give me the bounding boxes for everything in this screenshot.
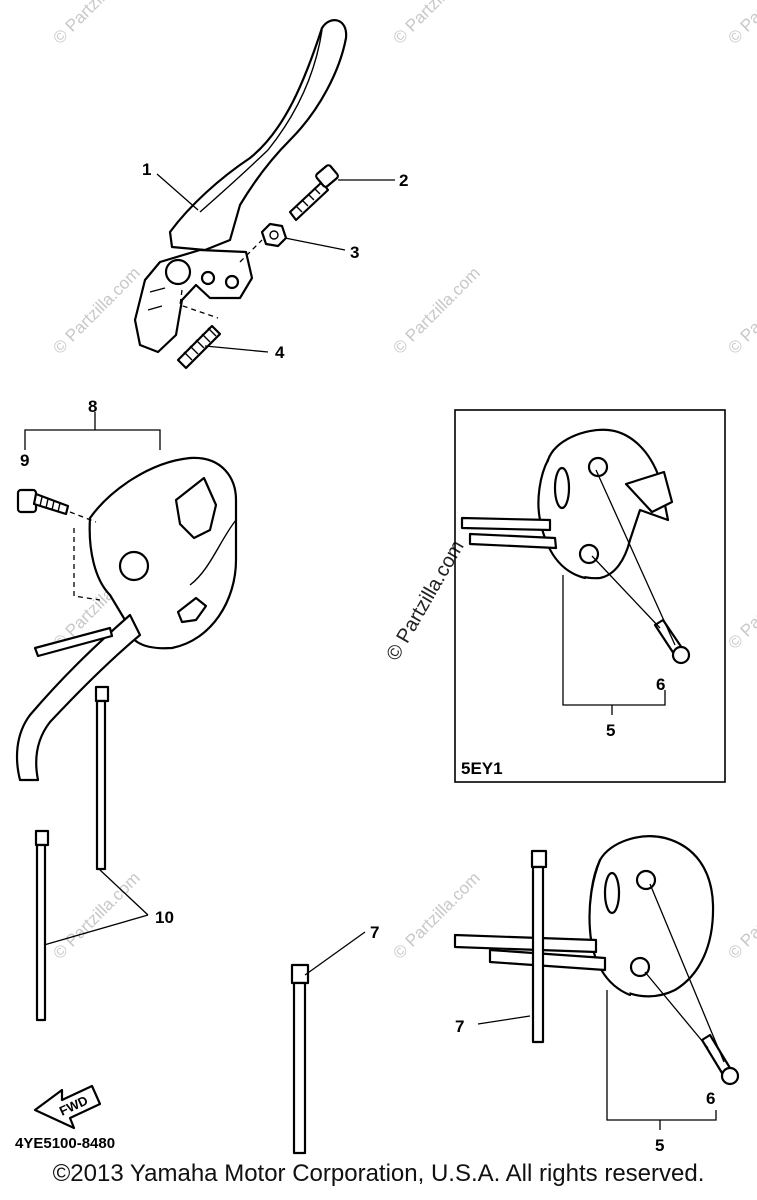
leader-line-3 — [284, 237, 346, 251]
switch-button-small — [176, 596, 208, 624]
callout-5-inset: 5 — [606, 721, 615, 740]
left-switch-assembly — [15, 412, 238, 782]
switch-button-round — [118, 550, 150, 582]
watermark-text: © Partzilla.com — [724, 263, 757, 357]
right-switch-assembly — [453, 835, 740, 1130]
watermark-text: © Partzilla.com — [389, 0, 483, 48]
callout-2: 2 — [399, 171, 408, 190]
callout-5-main: 5 — [655, 1136, 664, 1155]
callout-9: 9 — [20, 451, 29, 470]
fwd-arrow-icon: FWD — [33, 1084, 102, 1130]
lever-part-1 — [168, 19, 348, 252]
clutch-lever-group — [133, 19, 348, 370]
copyright-notice: ©2013 Yamaha Motor Corporation, U.S.A. A… — [52, 1160, 705, 1187]
cable-tie-center — [290, 931, 366, 1155]
callout-6-inset: 6 — [656, 675, 665, 694]
switch-button-top — [174, 476, 218, 540]
leader-line-4 — [204, 345, 269, 353]
leader-line-1 — [156, 173, 199, 211]
screw-part-9 — [16, 488, 70, 516]
watermark-text: © Partzilla.com — [49, 0, 143, 48]
inset-frame — [454, 409, 726, 783]
watermark-text: © Partzilla.com — [389, 868, 483, 962]
switch-cable — [15, 613, 142, 782]
callout-6-main: 6 — [706, 1089, 715, 1108]
callout-3: 3 — [350, 243, 359, 262]
inset-switch-knob — [624, 470, 674, 514]
switch-housing — [88, 456, 238, 650]
watermark-text: © Partzilla.com — [724, 868, 757, 962]
callout-10: 10 — [155, 908, 174, 927]
cable-tie-left-2 — [34, 829, 50, 1022]
watermark-text: © Partzilla.com — [49, 263, 143, 357]
diagram-code: 4YE5100-8480 — [15, 1135, 115, 1152]
watermark-text: © Partzilla.com — [49, 868, 143, 962]
callout-7-right: 7 — [455, 1017, 464, 1036]
watermark-text: © Partzilla.com — [724, 558, 757, 652]
cable-tie-right-strap — [531, 865, 545, 1044]
callout-1: 1 — [142, 160, 151, 179]
watermark-text: © Partzilla.com — [389, 263, 483, 357]
leader-line-10 — [43, 869, 149, 946]
inset-5ey1 — [454, 409, 726, 783]
lever-holder — [133, 248, 254, 354]
cable-tie-right-head — [530, 849, 548, 869]
nut-part-3 — [260, 222, 288, 248]
spring-part-4 — [176, 324, 222, 370]
callout-8: 8 — [88, 397, 97, 416]
inset-label: 5EY1 — [461, 759, 503, 778]
callout-7-left: 7 — [370, 923, 379, 942]
watermark-text: © Partzilla.com — [724, 0, 757, 48]
bolt-part-2 — [288, 164, 339, 222]
callout-4: 4 — [275, 343, 285, 362]
cable-tie-left-1 — [94, 685, 110, 871]
